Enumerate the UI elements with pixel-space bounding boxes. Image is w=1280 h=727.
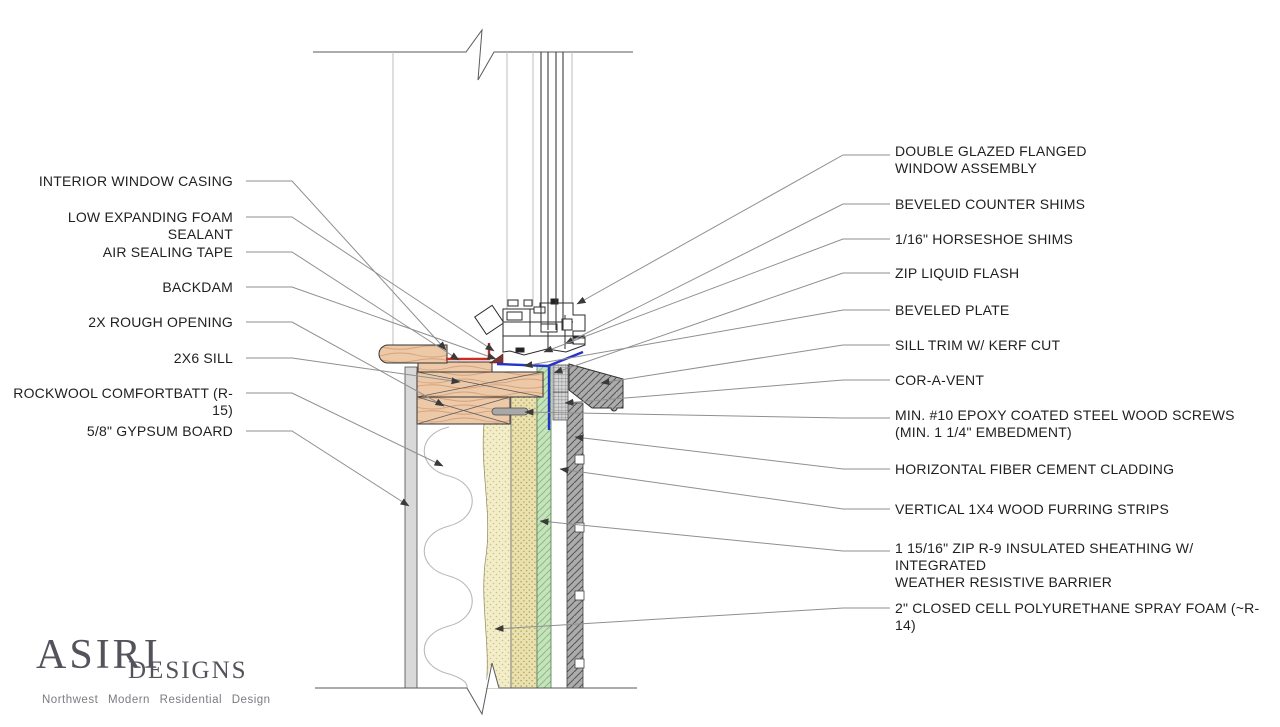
- cladding: [566, 402, 585, 689]
- logo-primary-text: ASIRI: [36, 632, 161, 678]
- zip-liquid-flash: [496, 350, 584, 430]
- logo-secondary-text: DESIGNS: [128, 657, 248, 684]
- label-wood-screws: MIN. #10 EPOXY COATED STEEL WOOD SCREWS …: [895, 407, 1235, 440]
- air-sealing-tape: [446, 343, 491, 361]
- window-frame: [474, 298, 586, 356]
- label-interior-window-casing: INTERIOR WINDOW CASING: [38, 173, 233, 189]
- cor-a-vent-strip: [552, 364, 569, 421]
- label-spray-foam: 2" CLOSED CELL POLYURETHANE SPRAY FOAM (…: [895, 600, 1260, 633]
- leaders-right: [494, 154, 890, 632]
- batt-insulation: [423, 426, 473, 689]
- wood-screw: [491, 407, 529, 416]
- label-fiber-cement-cladding: HORIZONTAL FIBER CEMENT CLADDING: [895, 461, 1175, 477]
- operator-square: [474, 304, 505, 336]
- label-wood-furring-strips: VERTICAL 1X4 WOOD FURRING STRIPS: [895, 501, 1169, 517]
- logo-tagline-text: Northwest Modern Residential Design: [42, 694, 271, 706]
- projection-lines: [392, 52, 573, 345]
- break-line-top: [313, 28, 633, 81]
- label-cor-a-vent: COR-A-VENT: [895, 372, 985, 388]
- label-beveled-plate: BEVELED PLATE: [895, 302, 1010, 318]
- label-beveled-counter-shims: BEVELED COUNTER SHIMS: [895, 196, 1086, 212]
- label-air-sealing-tape: AIR SEALING TAPE: [102, 244, 233, 260]
- gypsum-board: [404, 366, 418, 689]
- polyiso-sheathing: [510, 396, 538, 689]
- break-line-bottom: [315, 662, 637, 716]
- label-backdam: BACKDAM: [162, 279, 233, 295]
- label-gypsum-board: 5/8" GYPSUM BOARD: [86, 423, 233, 439]
- window-casing: [378, 344, 448, 364]
- label-double-glazed-window-assembly: DOUBLE GLAZED FLANGED WINDOW ASSEMBLY: [895, 143, 1087, 176]
- label-sill-trim-kerf-cut: SILL TRIM W/ KERF CUT: [895, 337, 1061, 353]
- label-zip-r9-sheathing: 1 15/16" ZIP R-9 INSULATED SHEATHING W/ …: [895, 540, 1194, 590]
- label-low-expanding-foam-sealant: LOW EXPANDING FOAM SEALANT: [67, 209, 233, 242]
- label-zip-liquid-flash: ZIP LIQUID FLASH: [895, 265, 1020, 281]
- backdam-sealant: [489, 353, 504, 364]
- label-2x-rough-opening: 2X ROUGH OPENING: [88, 314, 233, 330]
- label-rockwool-comfortbatt: ROCKWOOL COMFORTBATT (R-15): [13, 385, 233, 418]
- leaders-left: [246, 180, 497, 507]
- label-2x6-sill: 2X6 SILL: [173, 350, 233, 366]
- spray-foam: [482, 423, 512, 689]
- label-horseshoe-shims: 1/16" HORSESHOE SHIMS: [895, 231, 1073, 247]
- glazing-lines: [540, 52, 564, 330]
- sill-2x6: [416, 371, 544, 398]
